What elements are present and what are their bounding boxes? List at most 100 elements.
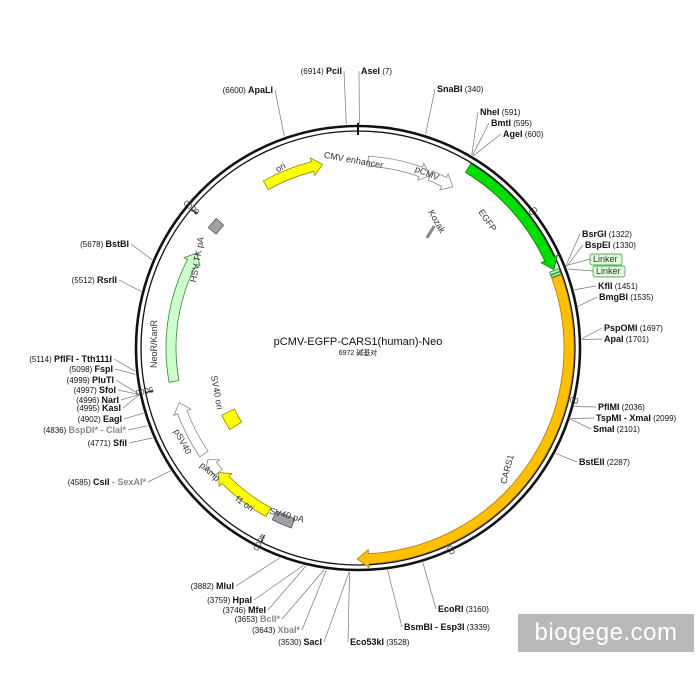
linker-1-label: Linker	[593, 254, 618, 264]
hsv-tk-pa-feature	[207, 217, 225, 235]
site-leader	[274, 89, 285, 137]
tick-label: 5000	[134, 385, 154, 398]
restriction-site: AgeI (600)	[503, 129, 544, 139]
restriction-site: BstEII (2287)	[579, 457, 630, 467]
restriction-site: (6914) PciI	[301, 66, 342, 76]
site-leader	[422, 562, 437, 610]
site-leader	[117, 389, 139, 395]
restriction-site: (4585) CsiI - SexAI*	[68, 477, 147, 487]
sv40-pa-feature	[271, 510, 296, 529]
site-leader	[235, 557, 280, 587]
restriction-site: PflMI (2036)	[598, 402, 645, 412]
site-leader	[301, 569, 327, 631]
site-leader	[570, 417, 595, 419]
restriction-site: BsrGI (1322)	[582, 229, 632, 239]
site-leader	[555, 453, 578, 463]
backbone-outer-circle	[134, 124, 582, 572]
sv40-ori-feature	[221, 408, 243, 431]
restriction-site: (4999) PluTI	[67, 375, 114, 385]
neor-kanr-label: NeoR/KanR	[149, 319, 159, 368]
restriction-sites: (6914) PciI AseI (7) SnaBI (340) NheI (591)…	[29, 66, 676, 647]
linker-1-leader	[566, 258, 591, 266]
restriction-site: (3530) SacI	[278, 637, 322, 647]
linker-2-leader	[567, 268, 594, 272]
site-leader	[570, 418, 592, 430]
site-leader	[577, 296, 598, 307]
restriction-site: BmtI (595)	[491, 118, 532, 128]
plasmid-name: pCMV-EGFP-CARS1(human)-Neo	[274, 336, 443, 348]
pcmv-feature	[427, 170, 454, 191]
restriction-site: EcoRI (3160)	[438, 604, 489, 614]
restriction-site: (4836) BspDI* - ClaI*	[43, 425, 126, 435]
site-leader	[253, 564, 304, 601]
site-leader	[267, 565, 307, 611]
neor-kanr-feature	[165, 252, 201, 383]
site-leader	[118, 279, 142, 292]
site-leader	[347, 571, 350, 643]
linker-1-feature	[549, 268, 561, 276]
restriction-site: BsmBI - Esp3I (3339)	[404, 622, 490, 632]
restriction-site: (4996) NarI	[76, 395, 119, 405]
site-leader	[128, 437, 153, 444]
site-leader	[343, 70, 347, 125]
plasmid-size: 6972 碱基对	[339, 348, 378, 357]
restriction-site: SmaI (2101)	[593, 424, 640, 434]
site-leader	[130, 243, 153, 261]
site-leader	[471, 111, 479, 156]
restriction-site: (5098) FspI	[69, 364, 113, 374]
site-leader	[115, 379, 139, 395]
restriction-site: AseI (7)	[361, 66, 392, 76]
pamp-feature	[204, 459, 223, 477]
site-leader	[581, 338, 603, 340]
linker-2-label: Linker	[596, 266, 621, 276]
restriction-site: TspMI - XmaI (2099)	[596, 413, 677, 423]
restriction-site: (3653) BclI*	[235, 614, 281, 624]
cars1-label: CARS1	[498, 453, 515, 485]
cars1-feature	[356, 274, 575, 569]
restriction-site: NheI (591)	[480, 107, 521, 117]
restriction-site: BspEI (1330)	[585, 240, 636, 250]
site-leader	[472, 122, 490, 156]
psv40-feature	[173, 402, 209, 458]
restriction-site: (3643) XbaI*	[252, 625, 300, 635]
site-leader	[323, 571, 350, 643]
restriction-site: (4997) SfoI	[74, 385, 116, 395]
linker-2-feature	[550, 271, 562, 278]
restriction-site: KflI (1451)	[598, 281, 638, 291]
restriction-site: PspOMI (1697)	[604, 323, 663, 333]
restriction-site: (4902) EagI	[78, 414, 122, 424]
kozak-feature	[425, 225, 436, 239]
site-leader	[574, 406, 597, 408]
f1-ori-feature	[218, 472, 272, 518]
site-leader	[120, 394, 140, 401]
restriction-site: (3746) MfeI	[223, 605, 266, 615]
cmv-enhancer-feature	[367, 155, 431, 182]
site-leader	[281, 569, 325, 620]
site-leader	[473, 133, 502, 157]
site-leader	[565, 233, 581, 266]
restriction-site: (5114) PflFI - Tth111I	[29, 354, 112, 364]
restriction-site: ApaI (1701)	[604, 334, 649, 344]
restriction-site: (3759) HpaI	[207, 595, 252, 605]
site-leader	[114, 368, 136, 375]
linker-2-tag	[592, 265, 626, 278]
restriction-site: SnaBI (340)	[437, 84, 484, 94]
site-leader	[387, 569, 403, 628]
tick-mark	[190, 208, 198, 215]
site-leader	[566, 244, 584, 267]
cmv-enhancer-label: CMV enhancer	[323, 150, 384, 170]
site-leader	[425, 88, 436, 135]
site-leader	[147, 470, 171, 483]
ori-feature	[262, 157, 324, 191]
watermark: biogege.com	[518, 614, 694, 652]
restriction-site: BmgBI (1535)	[599, 292, 654, 302]
site-leader	[127, 425, 148, 431]
restriction-site: (3882) MluI	[191, 581, 234, 591]
ori-label: ori	[274, 161, 288, 175]
linker-1-tag	[589, 253, 623, 266]
egfp-feature	[465, 163, 559, 271]
site-leader	[122, 394, 140, 409]
